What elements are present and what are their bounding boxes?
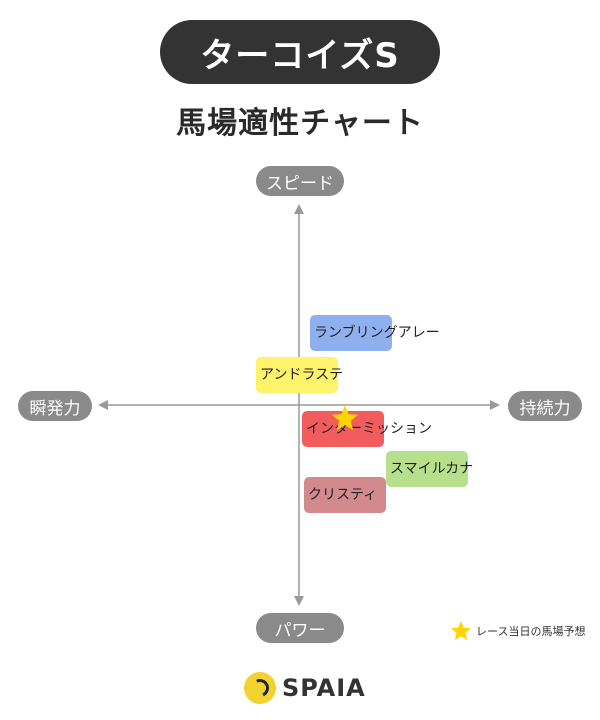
x-axis-arrow-right bbox=[490, 400, 500, 410]
data-point-marker bbox=[256, 357, 338, 393]
legend-label: レース当日の馬場予想 bbox=[476, 625, 586, 638]
axis-label-right: 持続力 bbox=[508, 391, 582, 421]
chart-subtitle: 馬場適性チャート bbox=[176, 106, 424, 141]
brand-name: SPAIA bbox=[282, 674, 366, 702]
race-day-forecast-star bbox=[331, 405, 359, 431]
spaia-logo-icon bbox=[244, 672, 276, 704]
chart-title: ターコイズS bbox=[160, 20, 440, 84]
legend: レース当日の馬場予想 bbox=[450, 620, 585, 642]
axis-label-bottom: パワー bbox=[256, 613, 344, 643]
data-point-label: インターミッション bbox=[306, 421, 432, 437]
data-point: アンドラステ bbox=[256, 357, 343, 393]
data-point-marker bbox=[304, 477, 386, 513]
data-point: インターミッション bbox=[302, 411, 432, 447]
data-point-label: クリスティ bbox=[308, 487, 378, 503]
axis-label-left: 瞬発力 bbox=[18, 391, 92, 421]
y-axis-arrow-top bbox=[294, 204, 304, 214]
data-point: クリスティ bbox=[304, 477, 386, 513]
data-point-label: アンドラステ bbox=[260, 367, 344, 383]
axis-label-top: スピード bbox=[256, 166, 344, 196]
axes bbox=[98, 204, 500, 606]
data-point: ランブリングアレー bbox=[310, 315, 440, 351]
star-icon bbox=[451, 621, 471, 640]
x-axis-arrow-left bbox=[98, 400, 108, 410]
data-point: スマイルカナ bbox=[386, 451, 473, 487]
data-point-marker bbox=[310, 315, 392, 351]
data-point-label: ランブリングアレー bbox=[314, 325, 440, 341]
y-axis-arrow-bottom bbox=[294, 596, 304, 606]
data-point-label: スマイルカナ bbox=[390, 461, 474, 477]
brand-logo: SPAIA bbox=[244, 672, 366, 704]
data-point-marker bbox=[386, 451, 468, 487]
